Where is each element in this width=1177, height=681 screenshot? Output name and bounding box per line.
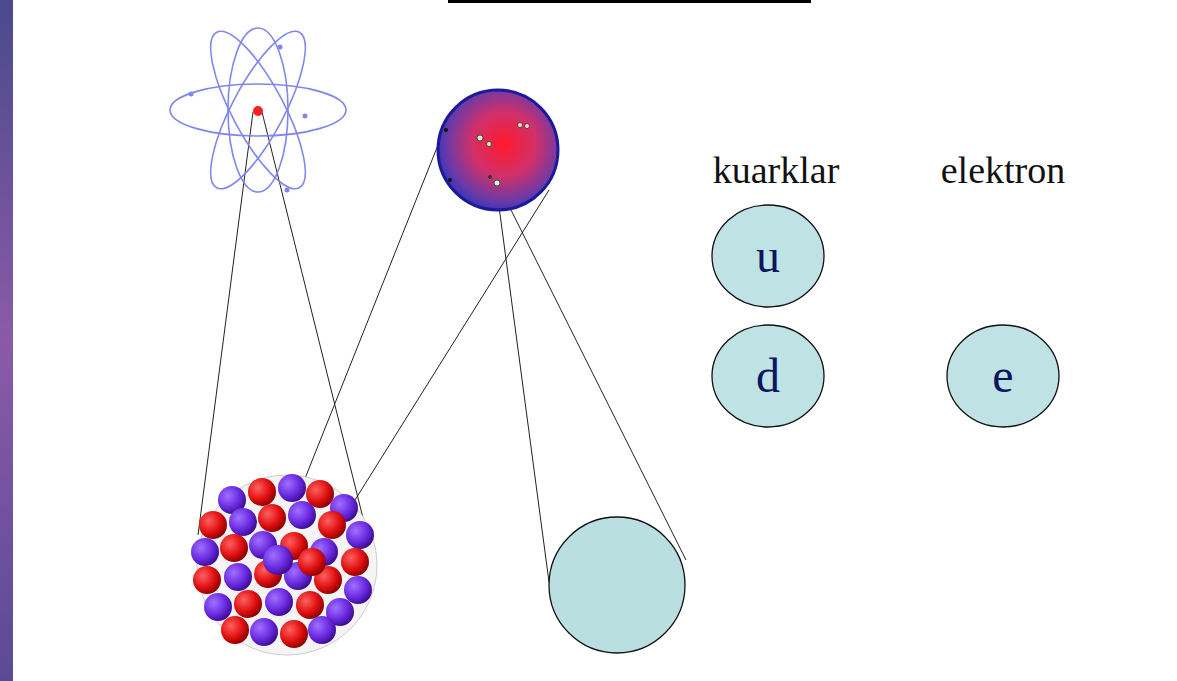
particle-circle: d <box>711 324 825 428</box>
zoom-lines <box>198 112 686 582</box>
quark-closeup <box>549 517 685 653</box>
group-heading: elektron <box>941 151 1066 189</box>
particle-symbol: e <box>992 352 1013 400</box>
atom-orbits <box>170 20 346 200</box>
title-rule <box>448 0 811 3</box>
group-heading: kuarklar <box>713 151 840 189</box>
particle-symbol: u <box>756 232 780 280</box>
particle-symbol: d <box>756 352 780 400</box>
background-strip <box>0 0 13 681</box>
particle-circle: e <box>946 324 1060 428</box>
nucleus <box>191 474 377 655</box>
particle-circle: u <box>711 204 825 308</box>
nucleon <box>438 90 558 210</box>
electrons <box>189 45 308 193</box>
atom-nucleus <box>253 106 263 116</box>
